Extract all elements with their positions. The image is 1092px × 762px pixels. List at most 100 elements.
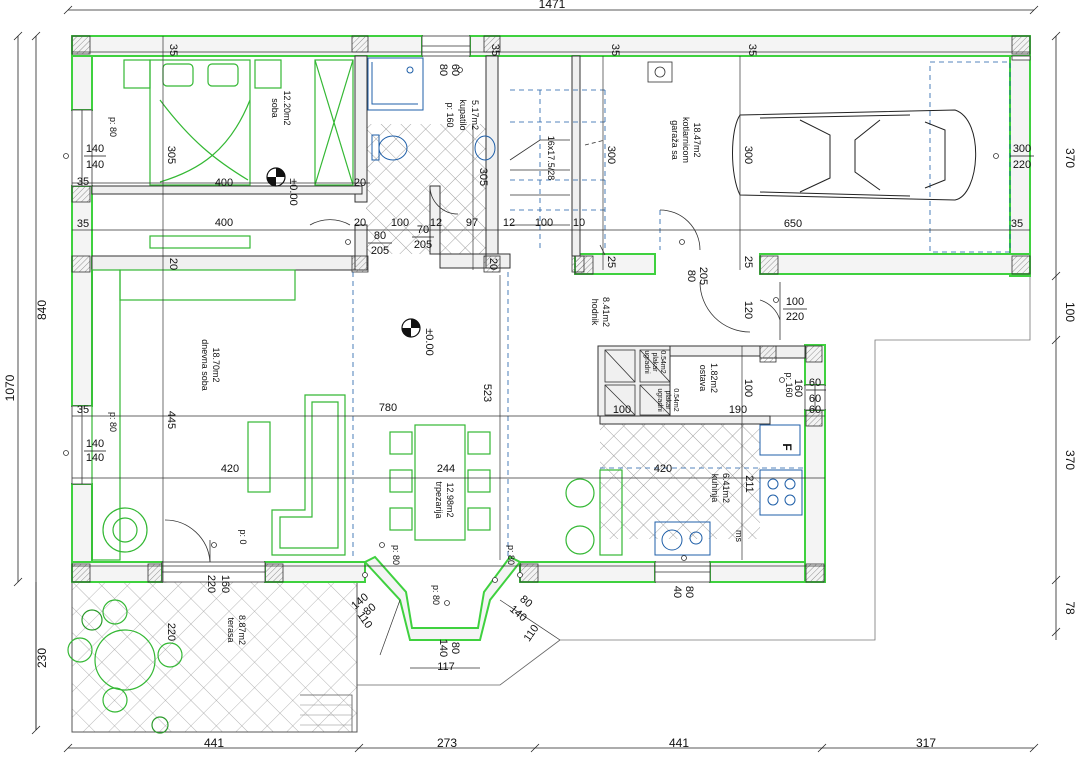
opening-label: 60	[809, 393, 821, 405]
opening-label: 140	[86, 159, 104, 171]
dim-bottom-3: 441	[669, 736, 689, 750]
columns	[71, 35, 1031, 583]
dim-label: 420	[654, 463, 672, 475]
dim-label: 12	[503, 217, 515, 229]
dim-label: 100	[535, 217, 553, 229]
opening-label: 220	[1013, 159, 1031, 171]
dim-label: 305	[477, 168, 489, 186]
stairs	[509, 139, 606, 256]
label-p80-bay-center: p: 80	[431, 585, 441, 605]
interior-walls	[91, 55, 806, 425]
opening-labels: 140 140 140 140 80 205 70 205 80 60 80 2…	[84, 64, 1034, 657]
dim-label: 35	[77, 404, 89, 416]
opening-label: 80	[685, 270, 697, 282]
dim-bottom-1: 441	[204, 736, 224, 750]
dim-label: 400	[215, 177, 233, 189]
dim-label: 650	[784, 218, 802, 230]
bathroom-floor	[366, 124, 486, 254]
label-p160-kitchen: p: 160	[784, 372, 794, 397]
room-area: 8.87m2	[237, 615, 247, 645]
dim-label: 300	[605, 146, 617, 164]
opening-label: 140	[86, 438, 104, 450]
room-label-hodnik: hodnik 8.41m2	[590, 297, 611, 327]
closet-label-line-3: 0.54m2	[659, 350, 666, 373]
room-label-trpezarija: trpezarija 12.98m2	[434, 481, 455, 518]
opening-label: 160	[792, 379, 804, 397]
closet-label-line-1: ugradni	[643, 350, 650, 374]
room-name: kupatilo	[458, 99, 468, 130]
opening-label: 80	[437, 64, 449, 76]
level-marker-bedroom	[266, 167, 286, 187]
interior-dim-lines	[72, 36, 1030, 669]
dim-label: 100	[391, 217, 409, 229]
dim-top-total: 1471	[539, 0, 566, 11]
kitchen-floor	[600, 424, 760, 539]
room-label-ostava: ostava 1.82m2	[698, 363, 719, 393]
terrace	[71, 582, 561, 733]
dim-label: 220	[165, 623, 177, 641]
closet-labels: ugradni plakar 0.54m2 ugradni plakar 0.5…	[643, 350, 679, 412]
opening-label: 60	[449, 64, 461, 76]
overall-dimensions	[13, 5, 1061, 753]
opening-label: 160	[219, 575, 231, 593]
dim-label: 305	[165, 146, 177, 164]
closet-label-line-2: plakar	[664, 390, 671, 410]
label-p80-living: p: 80	[108, 412, 118, 432]
dim-label: 25	[742, 256, 754, 268]
dim-label: 35	[489, 44, 501, 56]
dim-right-3: 370	[1063, 450, 1077, 470]
stair-label: 16x17.5/28	[546, 136, 556, 181]
room-area: 12.98m2	[445, 482, 455, 517]
opening-label: 140	[86, 452, 104, 464]
dim-label: 20	[354, 177, 366, 189]
room-name: trpezarija	[434, 481, 444, 518]
room-label-soba: soba 12.20m2	[270, 90, 292, 125]
room-area: 6.41m2	[721, 473, 731, 503]
dim-label: 35	[77, 176, 89, 188]
dim-right-4: 78	[1063, 601, 1077, 615]
opening-label: 80	[683, 586, 695, 598]
closet-label-line-2: plakar	[651, 352, 658, 372]
dim-right-2: 100	[1063, 302, 1077, 322]
opening-label: 140	[86, 143, 104, 155]
dim-label: 35	[77, 218, 89, 230]
dim-left-total: 1070	[3, 374, 17, 401]
marker-dots	[63, 67, 999, 606]
dim-label: 35	[746, 44, 758, 56]
nightstand	[254, 59, 282, 89]
car	[732, 109, 977, 201]
dim-label: 20	[354, 217, 366, 229]
walls	[71, 35, 1031, 583]
room-area: 8.41m2	[601, 297, 611, 327]
label-p80-bay-left: p: 80	[391, 545, 401, 565]
opening-label: 300	[1013, 143, 1031, 155]
room-area: 18.70m2	[211, 347, 221, 382]
furniture	[67, 59, 623, 734]
kitchen-appliances	[654, 424, 803, 556]
opening-label: 80	[449, 642, 461, 654]
garage-sink-drain	[654, 66, 666, 78]
room-label-kuhinja: kuhinja 6.41m2	[710, 473, 731, 503]
dim-label: 35	[1011, 218, 1023, 230]
opening-label: 100	[786, 296, 804, 308]
opening-label: 220	[786, 311, 804, 323]
opening-label: 205	[371, 245, 389, 257]
room-name: dnevna soba	[200, 339, 210, 391]
nightstand	[123, 59, 151, 89]
opening-label: 220	[205, 575, 217, 593]
room-label-garaza: garaža sa kotlarnicom 18.47m2	[670, 117, 702, 163]
dim-left-inner: 840	[35, 300, 49, 320]
room-area: 1.82m2	[709, 363, 719, 393]
opening-label: 60	[809, 404, 821, 416]
dim-label: 25	[605, 256, 617, 268]
label-p0: p: 0	[238, 529, 248, 544]
dim-label: 35	[609, 44, 621, 56]
room-area: 5.17m2	[470, 100, 480, 130]
site-outline	[560, 275, 1031, 641]
opening-label: 140	[437, 639, 449, 657]
room-name: hodnik	[590, 299, 600, 326]
level-label-hall: ±0.00	[423, 328, 435, 355]
room-floor: p: 160	[445, 102, 455, 127]
dim-bottom-2: 273	[437, 736, 457, 750]
